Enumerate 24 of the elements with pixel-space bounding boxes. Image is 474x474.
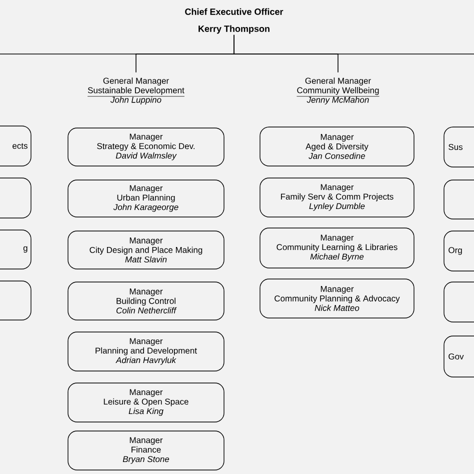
manager-box: Manager Finance Bryan Stone <box>68 430 224 470</box>
manager-box: Manager Aged & Diversity Jan Consedine <box>260 126 414 166</box>
manager-box: Manager Urban Planning John Karageorge <box>68 180 224 218</box>
manager-box: Manager Community Planning & Advocacy Nick Matteo <box>260 278 414 318</box>
manager-box: Manager Building Control Colin Nethercliff <box>68 282 224 320</box>
title-text: Chief Executive Officer Kerry Thompson <box>185 8 284 34</box>
manager-heading: General Manager Community Wellbeing Jenny McMahon <box>296 78 380 104</box>
manager-box <box>444 180 474 220</box>
manager-box: ects <box>0 126 32 166</box>
manager-box: Manager Strategy & Economic Dev. David Walmsley <box>68 128 224 166</box>
manager-box <box>0 280 32 320</box>
manager-box: g <box>0 230 32 270</box>
manager-box <box>444 282 474 322</box>
manager-box: Manager Family Serv & Comm Projects Lynley Dumble <box>260 178 414 218</box>
connector-line <box>234 34 338 73</box>
manager-box: Manager Community Learning & Libraries Michael Byrne <box>260 228 414 268</box>
manager-box: Org <box>444 230 474 272</box>
manager-heading: General Manager Sustainable Development John Luppino <box>87 78 185 104</box>
manager-box <box>0 178 32 218</box>
manager-box: Gov <box>444 336 474 378</box>
manager-box: Sus <box>444 126 474 168</box>
manager-box: Manager Planning and Development Adrian Havryluk <box>68 332 224 372</box>
manager-box: Manager City Design and Place Making Matt Slavin <box>68 230 224 270</box>
manager-box: Manager Leisure & Open Space Lisa King <box>68 382 224 422</box>
